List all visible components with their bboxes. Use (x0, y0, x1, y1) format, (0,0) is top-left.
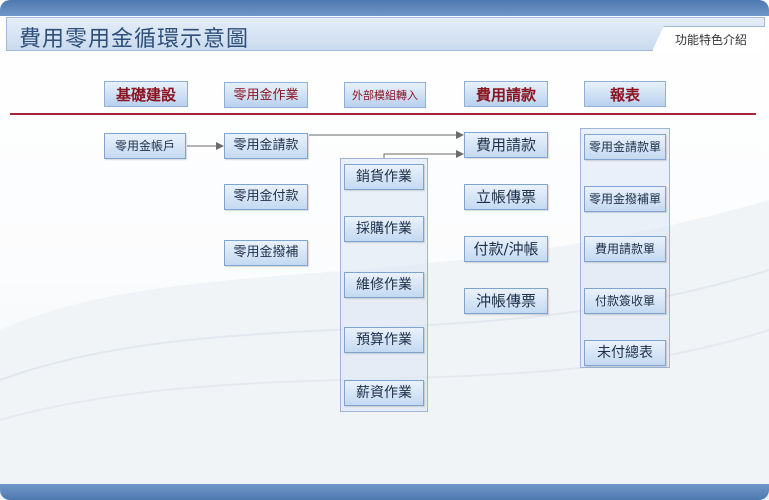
box-petty-cash-account[interactable]: 零用金帳戶 (104, 133, 186, 159)
page-title: 費用零用金循環示意圖 (19, 27, 250, 52)
feature-intro-tab-label: 功能特色介紹 (675, 33, 748, 47)
header-divider (10, 113, 756, 115)
header-external-import[interactable]: 外部模組轉入 (344, 82, 426, 108)
box-maintenance-ops[interactable]: 維修作業 (344, 272, 424, 298)
header-reports[interactable]: 報表 (584, 81, 666, 107)
box-petty-cash-payment[interactable]: 零用金付款 (224, 184, 308, 210)
top-band (0, 0, 769, 16)
box-payroll-ops[interactable]: 薪資作業 (344, 380, 424, 406)
box-purchase-ops[interactable]: 採購作業 (344, 216, 424, 242)
box-sales-ops[interactable]: 銷貨作業 (344, 164, 424, 190)
title-bar: 費用零用金循環示意圖 功能特色介紹 (6, 17, 765, 52)
box-report-petty-cash-request[interactable]: 零用金請款單 (584, 134, 666, 160)
box-offset-voucher[interactable]: 沖帳傳票 (464, 288, 548, 314)
box-report-unpaid-summary[interactable]: 未付總表 (584, 340, 666, 366)
box-report-petty-cash-replenish[interactable]: 零用金撥補單 (584, 186, 666, 212)
box-petty-cash-replenish[interactable]: 零用金撥補 (224, 240, 308, 266)
arrow-modules-to-expense (383, 150, 464, 158)
feature-intro-tab[interactable]: 功能特色介紹 (652, 26, 765, 51)
header-basic-setup[interactable]: 基礎建設 (104, 81, 188, 107)
box-expense-request[interactable]: 費用請款 (464, 132, 548, 158)
box-payment-offset[interactable]: 付款/沖帳 (464, 236, 548, 262)
header-petty-cash-ops[interactable]: 零用金作業 (224, 82, 308, 108)
box-report-payment-receipt[interactable]: 付款簽收單 (584, 288, 666, 314)
bottom-band (0, 484, 769, 500)
box-account-voucher[interactable]: 立帳傳票 (464, 184, 548, 210)
box-report-expense-request[interactable]: 費用請款單 (584, 236, 666, 262)
box-budget-ops[interactable]: 預算作業 (344, 327, 424, 353)
box-petty-cash-request[interactable]: 零用金請款 (224, 133, 308, 159)
header-expense-request[interactable]: 費用請款 (464, 81, 548, 107)
